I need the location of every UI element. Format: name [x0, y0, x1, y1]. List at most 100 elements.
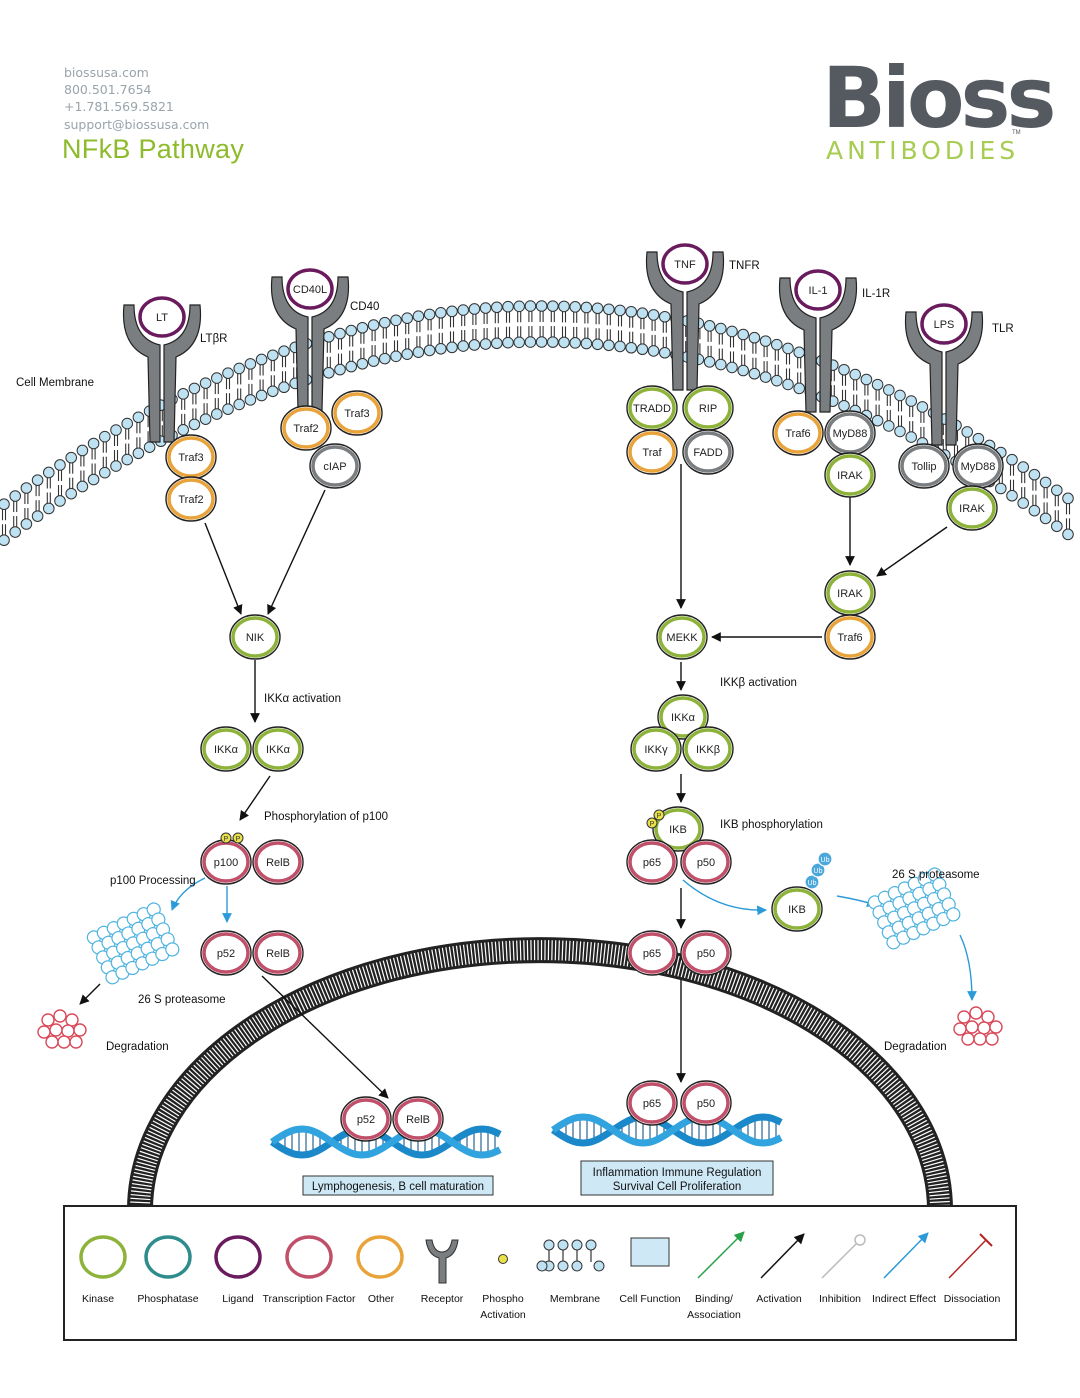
phospho-marker-4: [653, 809, 665, 821]
membrane-head: [334, 363, 346, 376]
membrane-head: [715, 358, 727, 371]
membrane-head: [625, 305, 638, 318]
legend-other-swatch: [356, 1235, 404, 1279]
p100-processing-label: p100 Processing: [110, 875, 196, 887]
node-traf6-c-label: Traf6: [837, 632, 862, 644]
ubiquitin-2-label: Ub: [814, 868, 823, 875]
legend-dissociation-label: Dissociation: [944, 1293, 1001, 1305]
tnfr-label: TNFR: [729, 260, 760, 272]
node-mekk-label: MEKK: [666, 632, 698, 644]
node-ikka-2-label: IKKα: [266, 744, 291, 756]
membrane-head: [715, 322, 727, 335]
membrane-head: [110, 460, 122, 472]
membrane-head: [457, 304, 470, 316]
membrane-head: [244, 394, 257, 406]
node-traf3-b: Traf3: [331, 390, 383, 436]
legend: Kinase Phosphatase Ligand Transcription …: [63, 1205, 1017, 1341]
membrane-head: [748, 367, 761, 380]
support-email[interactable]: support@biossusa.com: [64, 117, 210, 132]
membrane-head: [1017, 461, 1030, 473]
website-text[interactable]: biossusa.com: [64, 65, 149, 80]
node-ikka-3-label: IKKα: [671, 712, 696, 724]
membrane-head: [771, 374, 783, 387]
membrane-head: [177, 424, 189, 436]
membrane-head: [905, 431, 918, 443]
membrane-head: [625, 341, 638, 354]
node-irak-b-label: IRAK: [959, 503, 985, 515]
annotations: Cell Membrane LTβR CD40 TNFR IL-1R TLR I…: [16, 260, 1014, 1053]
node-relb-1-label: RelB: [266, 857, 290, 869]
node-rip-label: RIP: [699, 403, 717, 415]
membrane-head: [54, 495, 66, 507]
phone-number-2: +1.781.569.5821: [64, 99, 174, 114]
proteasome-right: [867, 867, 961, 950]
membrane-head: [457, 340, 470, 352]
membrane-head: [121, 417, 133, 430]
ubiquitin-3: [817, 851, 833, 867]
membrane-head: [356, 321, 369, 334]
phospho-marker-3: [646, 817, 658, 829]
ubiquitin-1: [804, 874, 820, 890]
membrane-head: [569, 301, 582, 313]
legend-kinase-label: Kinase: [82, 1293, 114, 1305]
arrow-ikb-release: [682, 879, 767, 916]
membrane-head: [647, 345, 660, 357]
membrane-head: [367, 319, 380, 331]
node-ikkg: IKKγ: [630, 726, 682, 772]
cell-function-left: Lymphogenesis, B cell maturation: [302, 1175, 494, 1196]
membrane-head: [188, 418, 201, 431]
node-irak-c: IRAK: [824, 570, 876, 616]
node-relb-2-label: RelB: [266, 948, 290, 960]
membrane-head: [793, 346, 806, 359]
receptor-tnfr: [645, 251, 725, 391]
node-fadd: FADD: [682, 429, 734, 475]
membrane-head: [479, 302, 492, 314]
arrows: [79, 464, 977, 1099]
membrane-head: [636, 343, 649, 356]
cell-function-right-line2: Survival Cell Proliferation: [613, 1181, 741, 1193]
ligand-cd40l: [286, 268, 334, 310]
node-p50-1-label: p50: [697, 857, 715, 869]
node-p52-1-label: p52: [217, 948, 235, 960]
membrane-head: [1006, 453, 1018, 466]
membrane-head: [334, 327, 346, 340]
phosphorylation-p100-label: Phosphorylation of p100: [264, 811, 388, 823]
ligand-cd40l-label: CD40L: [293, 284, 327, 296]
membrane-head: [20, 482, 33, 494]
membrane-head: [603, 339, 615, 352]
membrane-head: [726, 361, 738, 374]
ligand-lps-label: LPS: [934, 319, 955, 331]
membrane-head: [401, 348, 414, 360]
membrane-head: [703, 320, 716, 332]
membrane-head: [748, 331, 761, 344]
node-traf2-a-label: Traf2: [178, 494, 203, 506]
node-ikka-1: IKKα: [200, 726, 252, 772]
membrane-head: [446, 305, 458, 318]
node-p52-2-label: p52: [357, 1114, 375, 1126]
membrane-head: [838, 399, 850, 412]
node-p50-3: p50: [680, 1080, 732, 1126]
degradation-left-debris: [37, 1009, 87, 1049]
cd40-label: CD40: [350, 301, 379, 313]
membrane-head: [323, 330, 335, 343]
node-p100: p100: [200, 839, 252, 885]
membrane-head: [659, 346, 671, 359]
arrow-proteasome-to-degradation-right: [959, 934, 977, 1001]
phospho-marker-1: [220, 832, 232, 844]
proteasome-left-label: 26 S proteasome: [138, 994, 226, 1006]
membrane-head: [1028, 504, 1041, 517]
phospho-marker-2-label: P: [236, 836, 241, 843]
node-relb-3: RelB: [392, 1096, 444, 1142]
membrane-head: [1039, 512, 1052, 525]
membrane-head: [636, 307, 649, 320]
membrane-head: [43, 502, 55, 515]
membrane-head: [87, 437, 100, 450]
membrane-head: [524, 336, 537, 348]
node-myd88-a-label: MyD88: [833, 428, 868, 440]
membrane-head: [894, 389, 906, 402]
tlr-label: TLR: [992, 323, 1014, 335]
node-ikka-2: IKKα: [252, 726, 304, 772]
legend-receptor-label: Receptor: [421, 1293, 464, 1305]
membrane-head: [222, 367, 234, 379]
ligand-il1: [794, 269, 842, 311]
